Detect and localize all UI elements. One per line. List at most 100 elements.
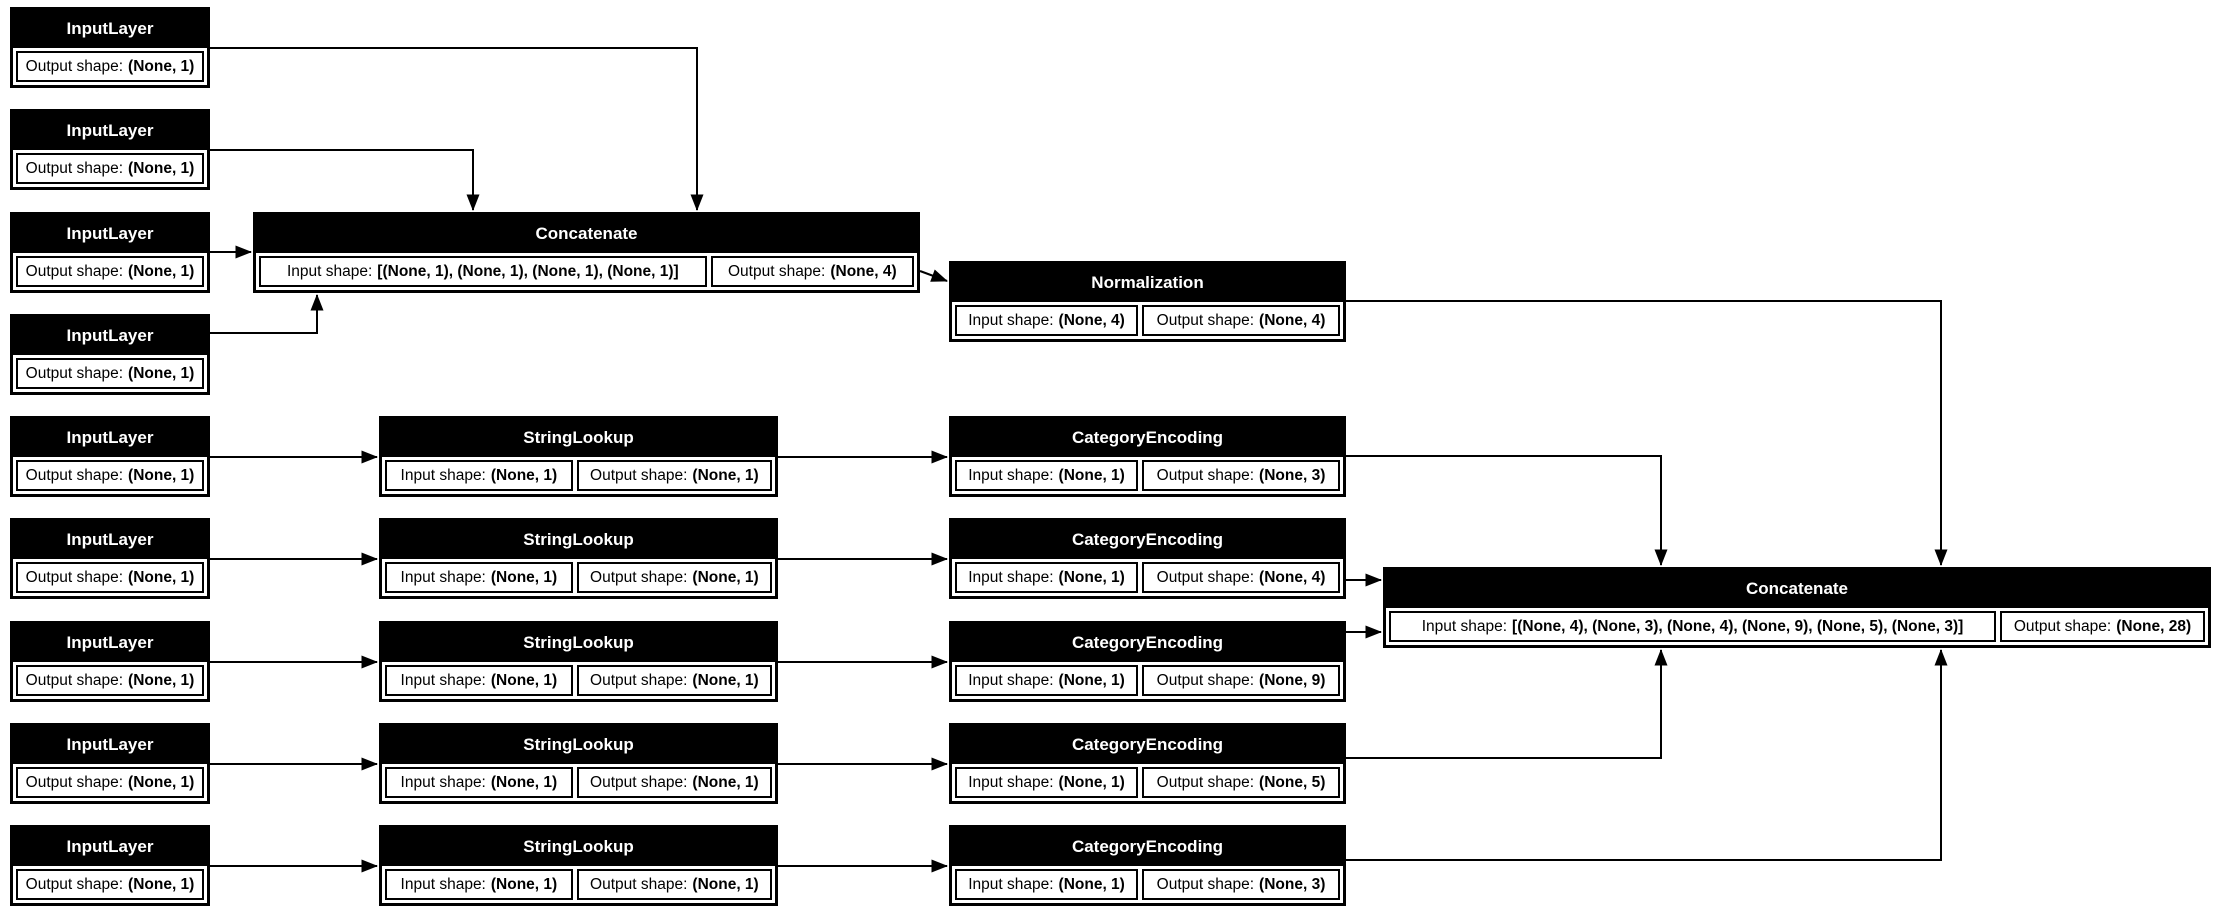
layer-shape-row: Input shape:(None, 1)Output shape:(None,… [382, 559, 775, 596]
layer-shape-row: Input shape:(None, 1)Output shape:(None,… [952, 866, 1343, 903]
shape-value: (None, 1) [128, 57, 195, 75]
shape-value: (None, 1) [1058, 671, 1125, 689]
layer-shape-cell: Output shape:(None, 1) [16, 665, 204, 696]
shape-value: (None, 1) [128, 262, 195, 280]
layer-shape-cell: Output shape:(None, 1) [16, 460, 204, 491]
shape-label: Output shape: [25, 671, 124, 689]
shape-value: (None, 1) [128, 466, 195, 484]
layer-title: InputLayer [13, 521, 207, 559]
layer-shape-cell: Input shape:(None, 1) [385, 767, 573, 798]
layer-shape-cell: Output shape:(None, 1) [16, 767, 204, 798]
layer-title: CategoryEncoding [952, 726, 1343, 764]
layer-title: InputLayer [13, 419, 207, 457]
layer-title: InputLayer [13, 828, 207, 866]
shape-value: [(None, 1), (None, 1), (None, 1), (None,… [377, 262, 679, 280]
layer-shape-cell: Output shape:(None, 1) [576, 562, 772, 593]
layer-shape-cell: Output shape:(None, 1) [16, 562, 204, 593]
layer-shape-row: Output shape:(None, 1) [13, 457, 207, 494]
layer-title: CategoryEncoding [952, 828, 1343, 866]
edge-norm-to-concat2 [1346, 300, 1948, 566]
layer-shape-row: Input shape:(None, 1) Output shape:(None,… [952, 559, 1343, 596]
shape-label: Output shape: [1156, 773, 1255, 791]
shape-value: (None, 1) [1058, 875, 1125, 893]
layer-shape-cell: Output shape:(None, 4) [1142, 562, 1340, 593]
layer-shape-cell: Output shape:(None, 3) [1142, 460, 1340, 491]
shape-value: (None, 1) [128, 875, 195, 893]
layer-title: CategoryEncoding [952, 419, 1343, 457]
layer-shape-cell: Output shape:(None, 1) [16, 869, 204, 900]
shape-label: Input shape: [968, 466, 1054, 484]
shape-label: Output shape: [1156, 671, 1255, 689]
layer-title: InputLayer [13, 112, 207, 150]
layer-shape-cell: Output shape:(None, 1) [576, 460, 772, 491]
shape-value: (None, 1) [1058, 568, 1125, 586]
layer-shape-row: Input shape:(None, 1)Output shape:(None,… [952, 457, 1343, 494]
shape-label: Output shape: [590, 568, 688, 586]
shape-value: (None, 1) [1058, 773, 1125, 791]
shape-label: Output shape: [25, 466, 124, 484]
layer-shape-row: Input shape:[(None, 4), (None, 3), (None… [1386, 608, 2208, 645]
layer-shape-cell: Output shape:(None, 28) [2000, 611, 2205, 642]
layer-title: CategoryEncoding [952, 624, 1343, 662]
layer-title: CategoryEncoding [952, 521, 1343, 559]
shape-label: Output shape: [25, 159, 124, 177]
layer-title: InputLayer [13, 317, 207, 355]
layer-shape-row: Input shape:(None, 1)Output shape:(None,… [382, 764, 775, 801]
shape-label: Output shape: [1156, 466, 1255, 484]
shape-value: (None, 1) [490, 773, 558, 791]
layer-shape-cell: Output shape:(None, 1) [576, 869, 772, 900]
shape-value: (None, 1) [692, 466, 759, 484]
layer-shape-row: Input shape:(None, 4)Output shape:(None,… [952, 302, 1343, 339]
shape-label: Output shape: [1156, 568, 1255, 586]
layer-shape-row: Output shape:(None, 1) [13, 48, 207, 85]
shape-label: Input shape: [968, 568, 1054, 586]
shape-value: (None, 1) [490, 671, 558, 689]
layer-title: InputLayer [13, 624, 207, 662]
shape-value: (None, 4) [830, 262, 897, 280]
shape-label: Output shape: [590, 671, 688, 689]
edge-encode5-to-concat2 [1346, 649, 1948, 861]
shape-label: Input shape: [968, 311, 1054, 329]
layer-shape-cell: Input shape:(None, 1) [955, 869, 1139, 900]
shape-label: Input shape: [400, 466, 486, 484]
shape-label: Output shape: [25, 875, 124, 893]
layer-shape-row: Input shape:(None, 1)Output shape:(None,… [382, 866, 775, 903]
layer-title: StringLookup [382, 419, 775, 457]
shape-value: (None, 1) [692, 773, 759, 791]
shape-label: Input shape: [400, 875, 486, 893]
layer-title: StringLookup [382, 624, 775, 662]
layer-shape-row: Input shape:(None, 1)Output shape:(None,… [952, 662, 1343, 699]
shape-value: (None, 1) [490, 568, 558, 586]
layer-shape-row: Input shape:[(None, 1), (None, 1), (None… [256, 253, 917, 290]
shape-value: (None, 3) [1259, 875, 1326, 893]
shape-value: (None, 1) [128, 568, 195, 586]
shape-label: Output shape: [1156, 311, 1255, 329]
shape-label: Input shape: [1421, 617, 1508, 635]
shape-label: Input shape: [400, 773, 486, 791]
shape-value: (None, 3) [1259, 466, 1326, 484]
layer-shape-cell: Input shape:(None, 1) [955, 460, 1139, 491]
shape-label: Output shape: [25, 364, 124, 382]
layer-shape-row: Output shape:(None, 1) [13, 559, 207, 596]
shape-label: Input shape: [400, 671, 486, 689]
layer-title: InputLayer [13, 10, 207, 48]
layer-shape-cell: Output shape:(None, 3) [1142, 869, 1340, 900]
shape-value: [(None, 4), (None, 3), (None, 4), (None,… [1512, 617, 1964, 635]
shape-value: (None, 4) [1259, 568, 1326, 586]
layer-shape-cell: Input shape:[(None, 1), (None, 1), (None… [259, 256, 707, 287]
shape-label: Input shape: [968, 875, 1054, 893]
shape-value: (None, 1) [128, 364, 195, 382]
shape-value: (None, 1) [128, 159, 195, 177]
